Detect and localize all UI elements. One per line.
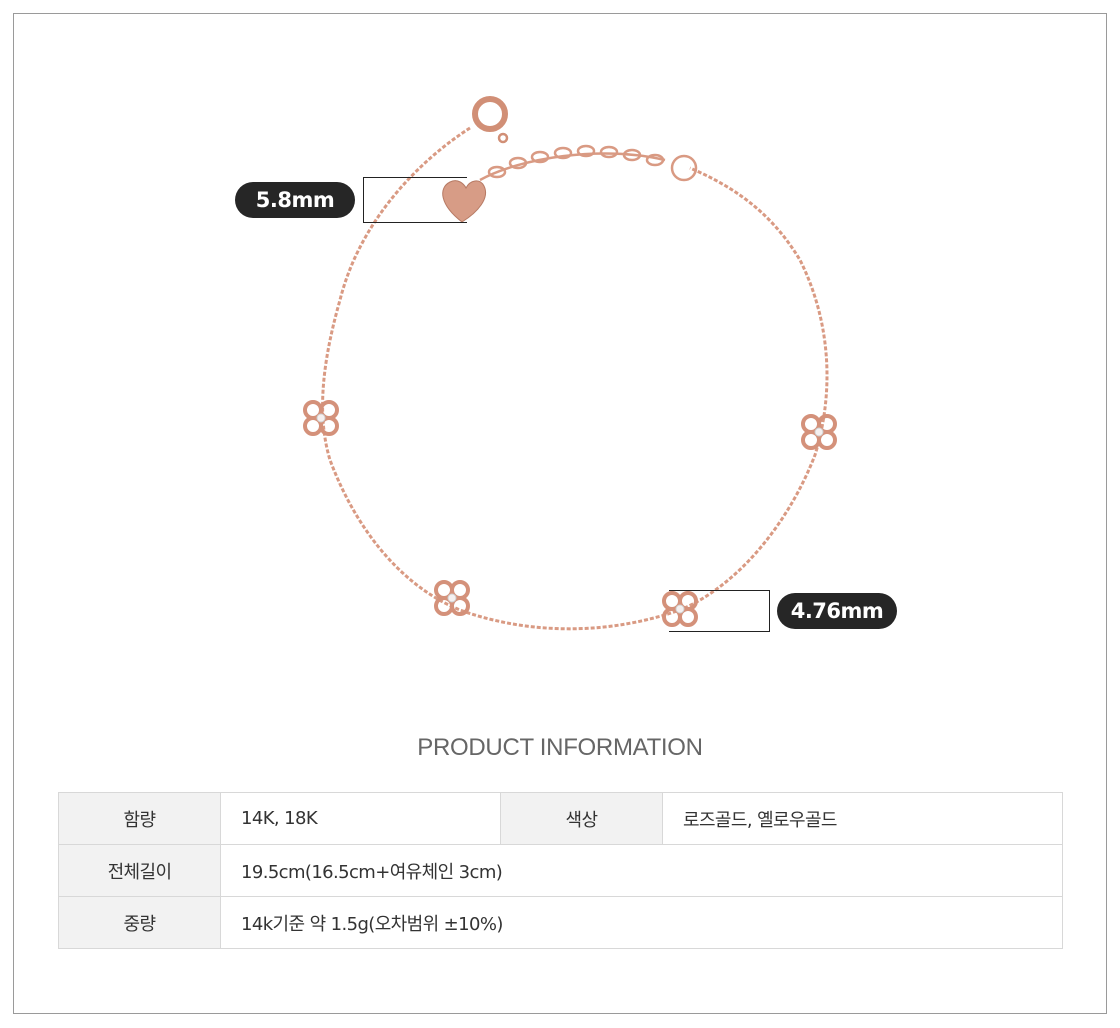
product-info-table: 함량 14K, 18K 색상 로즈골드, 옐로우골드 전체길이 19.5cm(1… [58, 792, 1063, 949]
material-value: 14K, 18K [220, 792, 501, 845]
measure-bracket-clover [669, 590, 770, 632]
extender-chain [479, 152, 666, 182]
color-label: 색상 [500, 792, 663, 845]
table-row: 전체길이 19.5cm(16.5cm+여유체인 3cm) [58, 844, 1063, 897]
heart-charm [442, 180, 486, 223]
length-value: 19.5cm(16.5cm+여유체인 3cm) [220, 844, 1063, 897]
color-value: 로즈골드, 옐로우골드 [662, 792, 1063, 845]
table-row: 함량 14K, 18K 색상 로즈골드, 옐로우골드 [58, 792, 1063, 845]
dimension-label-heart: 5.8mm [235, 182, 355, 218]
bracelet-photo [303, 96, 837, 631]
material-label: 함량 [58, 792, 221, 845]
page-frame [13, 13, 1107, 1014]
weight-value: 14k기준 약 1.5g(오차범위 ±10%) [220, 896, 1063, 949]
weight-label: 중량 [58, 896, 221, 949]
clover-charms [303, 400, 837, 627]
measure-bracket-heart [363, 177, 467, 223]
dimension-label-clover: 4.76mm [777, 593, 897, 629]
section-title: PRODUCT INFORMATION [417, 734, 703, 761]
table-row: 중량 14k기준 약 1.5g(오차범위 ±10%) [58, 896, 1063, 949]
bracelet-chain [321, 126, 829, 631]
spring-ring-clasp [472, 96, 509, 144]
length-label: 전체길이 [58, 844, 221, 897]
